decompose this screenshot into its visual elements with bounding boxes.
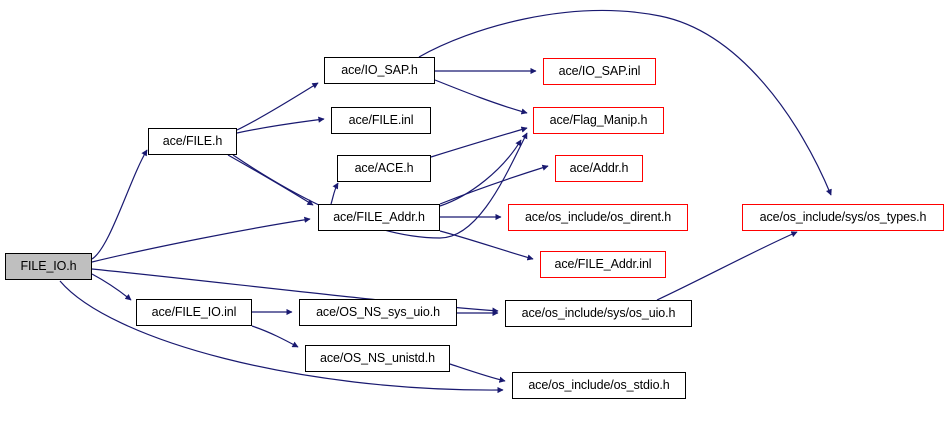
graph-node-label: ace/Flag_Manip.h bbox=[549, 113, 648, 128]
graph-node-ace_file_h[interactable]: ace/FILE.h bbox=[148, 128, 237, 155]
graph-node-label: ace/Addr.h bbox=[569, 161, 629, 176]
graph-edge bbox=[236, 82, 319, 131]
graph-node-label: ace/FILE_Addr.h bbox=[333, 210, 425, 225]
graph-node-label: ace/os_include/sys/os_types.h bbox=[759, 210, 927, 225]
graph-node-ace_file_io_inl[interactable]: ace/FILE_IO.inl bbox=[136, 299, 252, 326]
graph-edge bbox=[227, 154, 314, 206]
graph-edge bbox=[430, 126, 528, 158]
graph-node-os_stdio_h[interactable]: ace/os_include/os_stdio.h bbox=[512, 372, 686, 399]
graph-edge bbox=[330, 182, 339, 205]
graph-edge bbox=[439, 230, 534, 261]
graph-node-ace_io_sap_inl[interactable]: ace/IO_SAP.inl bbox=[543, 58, 656, 85]
graph-edge bbox=[656, 231, 798, 301]
graph-node-ace_addr_h[interactable]: ace/Addr.h bbox=[555, 155, 643, 182]
graph-node-ace_file_addr_inl[interactable]: ace/FILE_Addr.inl bbox=[540, 251, 666, 278]
graph-edge bbox=[91, 273, 132, 301]
graph-node-label: ace/OS_NS_sys_uio.h bbox=[316, 305, 440, 320]
graph-node-label: ace/FILE.inl bbox=[348, 113, 414, 128]
graph-node-ace_file_inl[interactable]: ace/FILE.inl bbox=[331, 107, 431, 134]
graph-node-os_dirent_h[interactable]: ace/os_include/os_dirent.h bbox=[508, 204, 688, 231]
graph-node-label: ace/os_include/os_dirent.h bbox=[524, 210, 672, 225]
graph-edge bbox=[91, 149, 148, 260]
graph-edge bbox=[439, 164, 549, 205]
graph-node-ace_file_addr_h[interactable]: ace/FILE_Addr.h bbox=[318, 204, 440, 231]
graph-node-label: ace/os_include/os_stdio.h bbox=[528, 378, 670, 393]
graph-edge bbox=[439, 139, 522, 207]
graph-edge bbox=[236, 116, 325, 134]
graph-node-file_io_h: FILE_IO.h bbox=[5, 253, 92, 280]
graph-node-label: ace/FILE_IO.inl bbox=[151, 305, 237, 320]
graph-node-os_types_h[interactable]: ace/os_include/sys/os_types.h bbox=[742, 204, 944, 231]
graph-node-ace_os_ns_sys_uio_h[interactable]: ace/OS_NS_sys_uio.h bbox=[299, 299, 457, 326]
graph-node-label: ace/IO_SAP.h bbox=[341, 63, 418, 78]
graph-edge bbox=[434, 79, 528, 115]
graph-node-label: ace/OS_NS_unistd.h bbox=[320, 351, 435, 366]
graph-node-label: ace/FILE.h bbox=[162, 134, 223, 149]
graph-node-label: ace/FILE_Addr.inl bbox=[554, 257, 652, 272]
graph-node-label: ace/os_include/sys/os_uio.h bbox=[521, 306, 676, 321]
graph-edge bbox=[59, 280, 504, 394]
graph-node-os_uio_h[interactable]: ace/os_include/sys/os_uio.h bbox=[505, 300, 692, 327]
graph-node-ace_flag_manip_h[interactable]: ace/Flag_Manip.h bbox=[533, 107, 664, 134]
graph-node-ace_io_sap_h[interactable]: ace/IO_SAP.h bbox=[324, 57, 435, 84]
graph-edge bbox=[91, 216, 311, 263]
graph-node-ace_ace_h[interactable]: ace/ACE.h bbox=[337, 155, 431, 182]
graph-node-label: FILE_IO.h bbox=[20, 259, 77, 274]
graph-node-ace_os_ns_unistd_h[interactable]: ace/OS_NS_unistd.h bbox=[305, 345, 450, 372]
graph-node-label: ace/ACE.h bbox=[354, 161, 414, 176]
graph-edge bbox=[251, 325, 299, 348]
graph-edge bbox=[449, 363, 506, 383]
graph-node-label: ace/IO_SAP.inl bbox=[558, 64, 641, 79]
